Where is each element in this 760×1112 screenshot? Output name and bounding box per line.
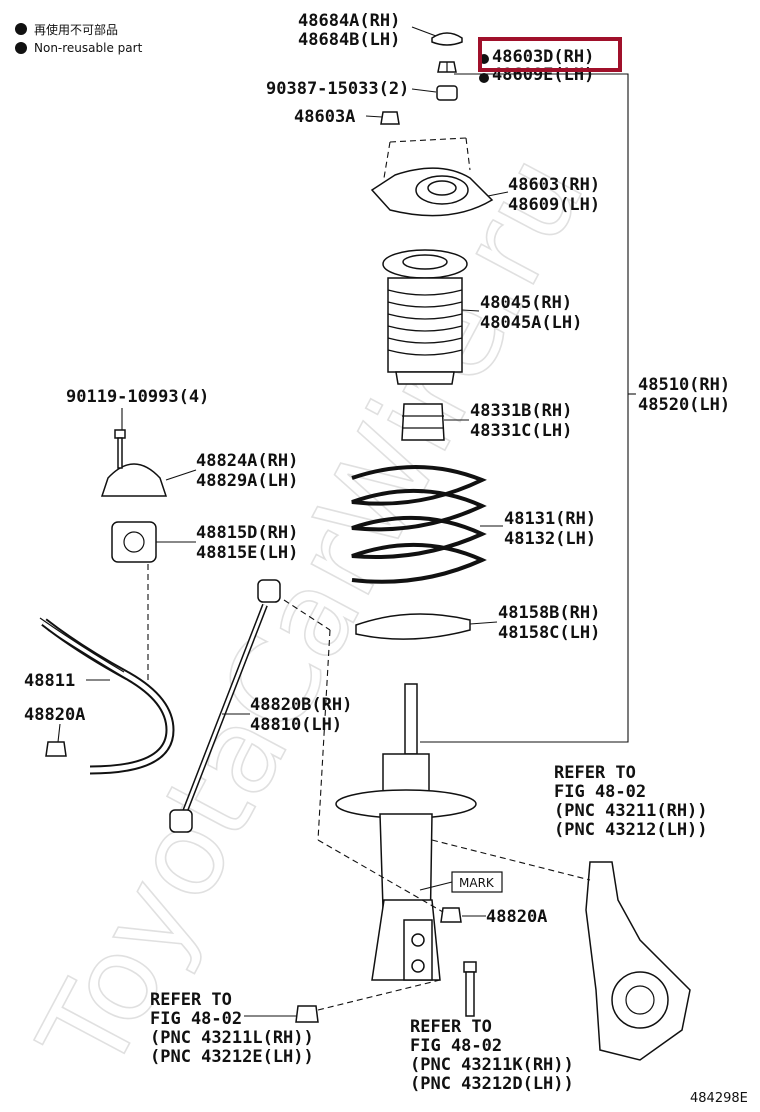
dust-cap-48684[interactable] xyxy=(431,32,463,46)
label-90119[interactable]: 90119-10993(4) xyxy=(66,387,209,407)
label-mark: MARK xyxy=(459,876,495,890)
reusable-dot-icon xyxy=(15,23,27,35)
refer-bolt-left-line2[interactable]: FIG 48-02 xyxy=(150,1009,242,1029)
bump-stopper-48331[interactable] xyxy=(401,403,445,441)
stabilizer-bushing-48815[interactable] xyxy=(111,521,157,563)
label-48603[interactable]: 48603(RH) xyxy=(508,175,600,195)
refer-bolt-right-line4[interactable]: (PNC 43212D(LH)) xyxy=(410,1074,574,1094)
refer-bolt-right-line2[interactable]: FIG 48-02 xyxy=(410,1036,502,1056)
refer-knuckle-line2[interactable]: FIG 48-02 xyxy=(554,782,646,802)
nonreusable-dot-icon xyxy=(15,42,27,54)
label-48820a-left[interactable]: 48820A xyxy=(24,705,85,725)
label-48510[interactable]: 48510(RH) xyxy=(638,375,730,395)
label-48810[interactable]: 48810(LH) xyxy=(250,715,342,735)
label-48520[interactable]: 48520(LH) xyxy=(638,395,730,415)
part-labels: 48684A(RH) 48684B(LH) 48603D(RH) 48609E(… xyxy=(24,11,748,1106)
label-48684b[interactable]: 48684B(LH) xyxy=(298,30,400,50)
refer-bolt-right-line3[interactable]: (PNC 43211K(RH)) xyxy=(410,1055,574,1075)
nonreusable-dot-icon xyxy=(479,73,489,83)
mark-box xyxy=(451,871,503,893)
nut-48820a-left[interactable] xyxy=(45,741,67,757)
stabilizer-bracket-48824[interactable] xyxy=(100,463,168,497)
legend-reusable-text: 再使用不可部品 xyxy=(34,22,118,37)
highlight-box xyxy=(478,37,622,72)
refer-bolt-right-line1[interactable]: REFER TO xyxy=(410,1017,492,1037)
dust-boot-48045[interactable] xyxy=(382,249,468,385)
nut-48603d[interactable] xyxy=(437,61,457,73)
refer-knuckle-line3[interactable]: (PNC 43211(RH)) xyxy=(554,801,708,821)
legend-nonreusable-text: Non-reusable part xyxy=(34,41,143,55)
label-48829a[interactable]: 48829A(LH) xyxy=(196,471,298,491)
label-48609[interactable]: 48609(LH) xyxy=(508,195,600,215)
label-48824a[interactable]: 48824A(RH) xyxy=(196,451,298,471)
steering-knuckle[interactable] xyxy=(585,861,691,1061)
refer-knuckle-line1[interactable]: REFER TO xyxy=(554,763,636,783)
label-48132[interactable]: 48132(LH) xyxy=(504,529,596,549)
label-48820a-right[interactable]: 48820A xyxy=(486,907,547,927)
shock-absorber-48510[interactable] xyxy=(335,683,477,981)
refer-bolt-left-line1[interactable]: REFER TO xyxy=(150,990,232,1010)
label-48603a[interactable]: 48603A xyxy=(294,107,355,127)
nut-48603a[interactable] xyxy=(380,111,400,125)
figure-id: 484298E xyxy=(690,1091,748,1106)
stabilizer-link-48820b[interactable] xyxy=(169,579,281,833)
spring-seat-48158[interactable] xyxy=(355,613,471,640)
bolt-90119[interactable] xyxy=(114,429,126,469)
label-48684a[interactable]: 48684A(RH) xyxy=(298,11,400,31)
label-48815d[interactable]: 48815D(RH) xyxy=(196,523,298,543)
label-48158b[interactable]: 48158B(RH) xyxy=(498,603,600,623)
coil-spring-48131[interactable] xyxy=(351,465,487,584)
stabilizer-bar-48811[interactable] xyxy=(39,617,175,775)
bushing-90387[interactable] xyxy=(436,85,458,101)
refer-bolt-left-line3[interactable]: (PNC 43211L(RH)) xyxy=(150,1028,314,1048)
label-48045[interactable]: 48045(RH) xyxy=(480,293,572,313)
label-48045a[interactable]: 48045A(LH) xyxy=(480,313,582,333)
refer-knuckle-line4[interactable]: (PNC 43212(LH)) xyxy=(554,820,708,840)
strut-bolt-left[interactable] xyxy=(295,1005,319,1023)
label-48158c[interactable]: 48158C(LH) xyxy=(498,623,600,643)
label-48603d[interactable]: 48603D(RH) xyxy=(492,47,594,67)
legend: 再使用不可部品 Non-reusable part xyxy=(15,22,143,55)
label-48331b[interactable]: 48331B(RH) xyxy=(470,401,572,421)
strut-support-48603[interactable] xyxy=(370,137,494,217)
label-48811[interactable]: 48811 xyxy=(24,671,75,691)
nut-48820a-right[interactable] xyxy=(440,907,462,923)
strut-bolt-right[interactable] xyxy=(463,961,477,1017)
label-48131[interactable]: 48131(RH) xyxy=(504,509,596,529)
label-48331c[interactable]: 48331C(LH) xyxy=(470,421,572,441)
label-48820b[interactable]: 48820B(RH) xyxy=(250,695,352,715)
refer-bolt-left-line4[interactable]: (PNC 43212E(LH)) xyxy=(150,1047,314,1067)
label-90387[interactable]: 90387-15033(2) xyxy=(266,79,409,99)
leader-lines xyxy=(57,26,636,1017)
label-48815e[interactable]: 48815E(LH) xyxy=(196,543,298,563)
